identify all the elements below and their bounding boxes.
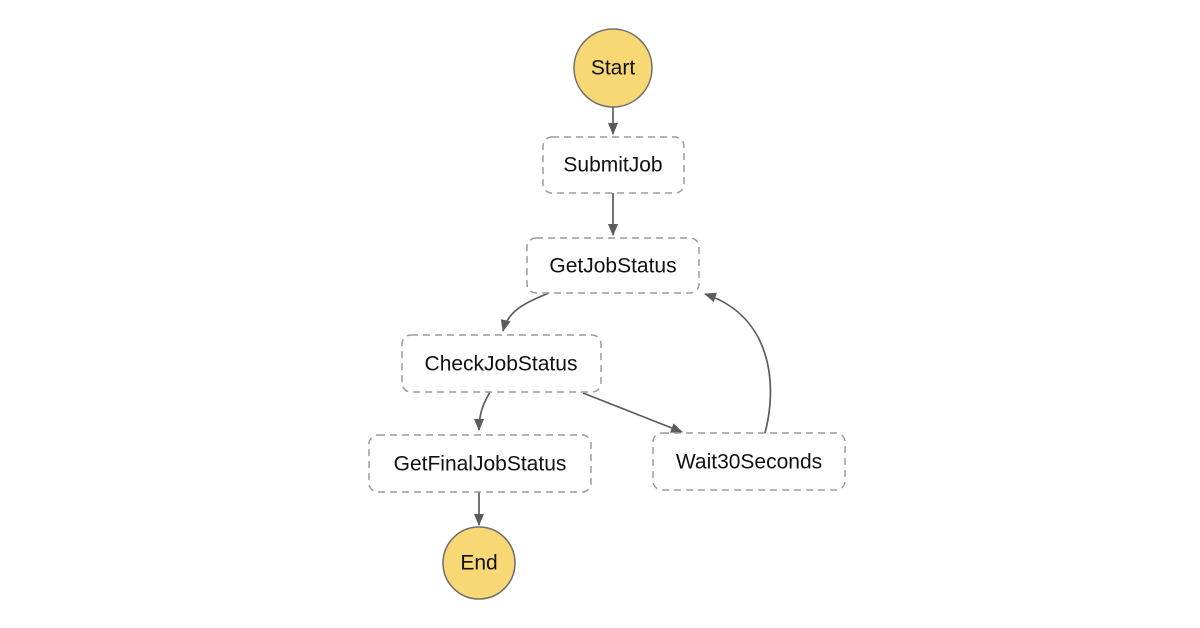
node-start-label: Start	[591, 57, 636, 80]
edge-getjobstatus-to-checkjobstatus	[500, 292, 550, 332]
check-job-status-box	[401, 334, 602, 393]
node-submit-job-label: SubmitJob	[563, 154, 662, 177]
get-final-job-status-box	[368, 434, 592, 493]
edge-checkjobstatus-to-wait30seconds	[582, 392, 683, 433]
edge-wait30seconds-to-getjobstatus	[704, 292, 772, 434]
node-end-label: End	[460, 552, 497, 575]
node-wait-30-seconds: Wait30Seconds	[652, 432, 846, 491]
node-get-job-status-label: GetJobStatus	[549, 255, 676, 278]
node-wait-30-seconds-label: Wait30Seconds	[676, 451, 822, 474]
node-end: End	[442, 526, 516, 600]
node-check-job-status: CheckJobStatus	[401, 334, 602, 393]
wait-30-seconds-box	[652, 432, 846, 491]
edge-checkjobstatus-to-getfinaljobstatus	[474, 391, 491, 431]
start-circle	[573, 28, 653, 108]
end-circle	[442, 526, 516, 600]
node-submit-job: SubmitJob	[542, 136, 685, 194]
node-get-job-status: GetJobStatus	[526, 237, 700, 294]
node-get-final-job-status-label: GetFinalJobStatus	[394, 453, 567, 476]
get-job-status-box	[526, 237, 700, 294]
submit-job-box	[542, 136, 685, 194]
node-check-job-status-label: CheckJobStatus	[425, 353, 578, 376]
node-get-final-job-status: GetFinalJobStatus	[368, 434, 592, 493]
node-start: Start	[573, 28, 653, 108]
